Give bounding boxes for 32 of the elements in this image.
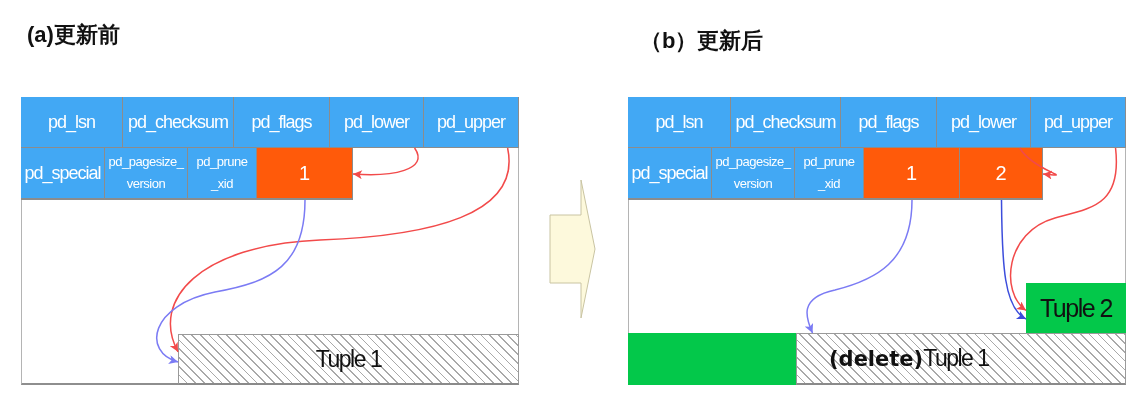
curved-arrow (804, 199, 913, 334)
header-cell: pd_lower (330, 97, 424, 148)
header-cell: pd_prune _xid (795, 148, 864, 200)
header-cell: pd_special (21, 148, 105, 200)
curved-arrow (1000, 199, 1027, 320)
tuple-block: (delete)Tuple 1 (796, 333, 1126, 385)
pointer-cell: 1 (864, 148, 960, 200)
header-cell: pd_special (628, 148, 712, 200)
header-cell: pd_checksum (731, 97, 841, 148)
curved-arrow (156, 199, 306, 363)
header-cell: pd_lower (937, 97, 1031, 148)
header-cell: pd_pagesize_ version (712, 148, 795, 200)
tuple-block: Tuple 1 (178, 334, 519, 385)
header-cell: pd_flags (234, 97, 330, 148)
header-cell: pd_lsn (628, 97, 731, 148)
header-cell: pd_flags (841, 97, 937, 148)
header-cell: pd_checksum (123, 97, 234, 148)
block-arrow (549, 179, 596, 319)
tuple-block: Tuple 2 (1026, 283, 1126, 333)
header-cell: pd_upper (424, 97, 519, 148)
header-cell: pd_upper (1031, 97, 1126, 148)
curved-arrow (352, 147, 419, 179)
curved-arrow (169, 147, 510, 353)
curved-arrow (1018, 147, 1057, 180)
header-cell: pd_pagesize_ version (105, 148, 188, 200)
curved-arrow (1009, 147, 1118, 312)
header-cell: pd_lsn (21, 97, 123, 148)
pointer-cell: 1 (257, 148, 353, 200)
panel-heading: （b）更新后 (640, 28, 764, 54)
panel-heading: (a)更新前 (27, 22, 120, 48)
header-cell: pd_prune _xid (188, 148, 257, 200)
pointer-cell: 2 (960, 148, 1043, 200)
